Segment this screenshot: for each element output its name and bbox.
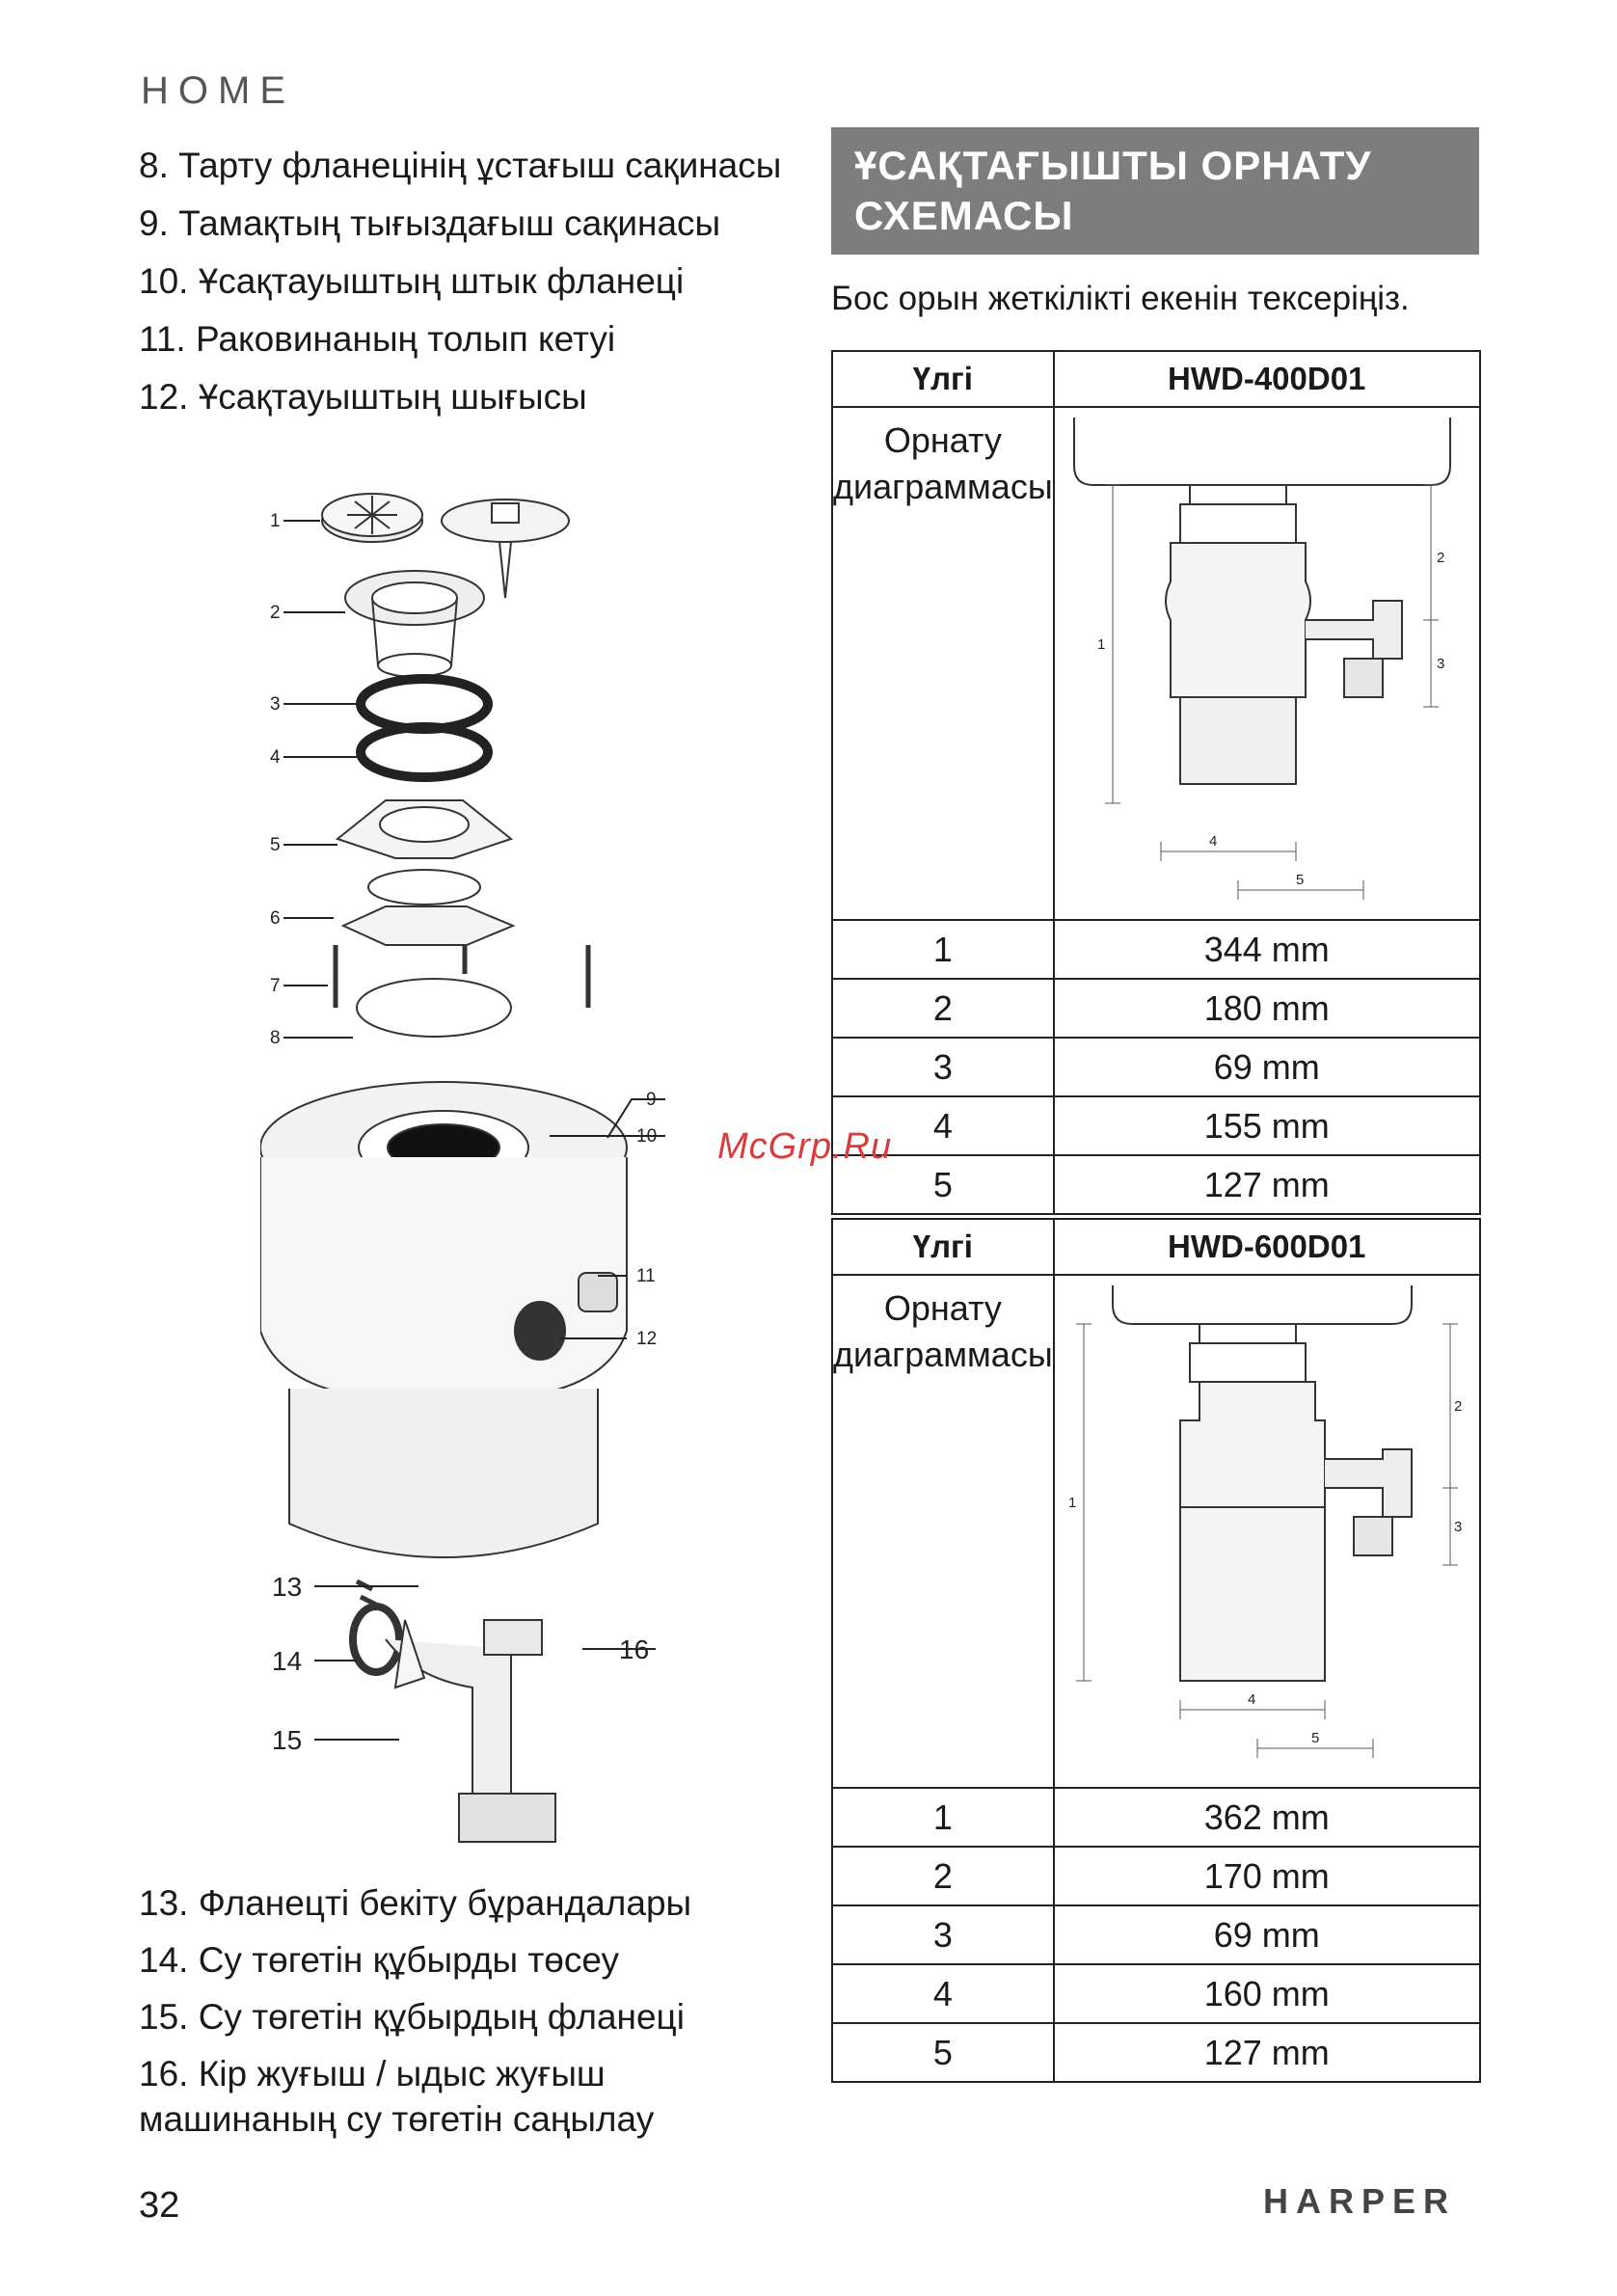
- dimension-label: 4: [1209, 833, 1217, 850]
- list-item: 9. Тамақтың тығыздағыш сақинасы: [139, 203, 721, 243]
- dimension-key: 5: [831, 1154, 1055, 1215]
- figure-label: 2: [270, 603, 281, 623]
- list-item: 12. Ұсақтауыштың шығысы: [139, 377, 587, 417]
- list-item: 16. Кір жуғыш / ыдыс жуғыш машинаның су …: [139, 2054, 655, 2139]
- page-number: 32: [139, 2185, 180, 2226]
- figure-label: 10: [636, 1126, 657, 1147]
- dimension-value: 362 mm: [1052, 1787, 1481, 1848]
- figure-label: 3: [270, 694, 281, 715]
- figure-label: 15: [272, 1725, 302, 1755]
- diagram-label: Орнату диаграммасы: [831, 406, 1055, 921]
- dimension-key: 4: [831, 1095, 1055, 1156]
- dimension-value: 170 mm: [1052, 1846, 1481, 1906]
- dimension-value: 69 mm: [1052, 1037, 1481, 1097]
- dimension-value: 155 mm: [1052, 1095, 1481, 1156]
- model-label: Үлгі: [831, 1218, 1055, 1276]
- figure-label: 13: [272, 1572, 302, 1602]
- list-item: 15. Су төгетін құбырдың фланеці: [139, 1997, 685, 2037]
- dimension-label: 2: [1454, 1398, 1462, 1415]
- list-item: 13. Фланецті бекіту бұрандалары: [139, 1883, 692, 1923]
- list-item: 8. Тарту фланецінің ұстағыш сақинасы: [139, 146, 782, 185]
- figure-label: 14: [272, 1646, 302, 1676]
- figure-label: 11: [636, 1266, 656, 1286]
- installation-diagram-cell: 1 2 3 4 5: [1052, 1274, 1481, 1789]
- figure-label: 5: [270, 835, 281, 855]
- dimension-value: 127 mm: [1052, 2022, 1481, 2083]
- dimension-key: 1: [831, 919, 1055, 980]
- exploded-view-diagram: 1 2 3 4 5 6 7 8 9 10 11 12 13 14 15 16: [260, 493, 665, 1843]
- dimension-label: 5: [1311, 1730, 1319, 1746]
- harper-logo: HARPER: [1263, 2181, 1457, 2221]
- model-name: HWD-600D01: [1052, 1218, 1481, 1276]
- installation-diagram: 1 2 3 4 5: [1068, 1285, 1462, 1758]
- dimension-key: 2: [831, 978, 1055, 1039]
- spec-table-hwd-600d01: Үлгі HWD-600D01 Орнату диаграммасы: [831, 1218, 1481, 2083]
- figure-label: 6: [270, 908, 281, 929]
- dimension-label: 5: [1296, 872, 1304, 888]
- list-item: 10. Ұсақтауыштың штык фланеці: [139, 261, 685, 301]
- section-note: Бос орын жеткілікті екенін тексеріңіз.: [831, 280, 1410, 317]
- parts-list-bottom: 13. Фланецті бекіту бұрандалары 14. Су т…: [139, 1880, 791, 2153]
- figure-label: 4: [270, 747, 281, 768]
- dimension-value: 180 mm: [1052, 978, 1481, 1039]
- dimension-label: 1: [1068, 1495, 1076, 1511]
- figure-label: 12: [636, 1329, 657, 1349]
- model-label: Үлгі: [831, 350, 1055, 408]
- dimension-key: 4: [831, 1963, 1055, 2024]
- dimension-value: 69 mm: [1052, 1904, 1481, 1965]
- figure-label: 1: [270, 511, 281, 531]
- dimension-value: 160 mm: [1052, 1963, 1481, 2024]
- dimension-key: 5: [831, 2022, 1055, 2083]
- dimension-value: 344 mm: [1052, 919, 1481, 980]
- diagram-label: Орнату диаграммасы: [831, 1274, 1055, 1789]
- dimension-label: 2: [1437, 550, 1444, 566]
- dimension-label: 3: [1437, 656, 1444, 672]
- dimension-label: 3: [1454, 1519, 1462, 1535]
- dimension-value: 127 mm: [1052, 1154, 1481, 1215]
- dimension-key: 3: [831, 1037, 1055, 1097]
- list-item: 11. Раковинаның толып кетуі: [139, 319, 616, 359]
- list-item: 14. Су төгетін құбырды төсеу: [139, 1940, 620, 1980]
- figure-label: 9: [646, 1090, 657, 1110]
- figure-label: 7: [270, 976, 281, 996]
- installation-diagram-cell: 1 2 3 4 5: [1052, 406, 1481, 921]
- installation-diagram: 1 2 3 4 5: [1072, 418, 1451, 900]
- section-heading: ҰСАҚТАҒЫШТЫ ОРНАТУ СХЕМАСЫ: [831, 127, 1479, 255]
- dimension-key: 2: [831, 1846, 1055, 1906]
- dimension-label: 4: [1248, 1691, 1255, 1708]
- spec-table-hwd-400d01: Үлгі HWD-400D01 Орнату диаграммасы: [831, 350, 1481, 1215]
- dimension-label: 1: [1097, 636, 1105, 653]
- dimension-key: 3: [831, 1904, 1055, 1965]
- figure-label: 8: [270, 1028, 281, 1048]
- watermark: McGrp.Ru: [717, 1126, 893, 1167]
- model-name: HWD-400D01: [1052, 350, 1481, 408]
- home-logo: HOME: [141, 69, 295, 112]
- dimension-key: 1: [831, 1787, 1055, 1848]
- figure-label: 16: [619, 1634, 649, 1664]
- parts-list-top: 8. Тарту фланецінің ұстағыш сақинасы 9. …: [139, 143, 791, 432]
